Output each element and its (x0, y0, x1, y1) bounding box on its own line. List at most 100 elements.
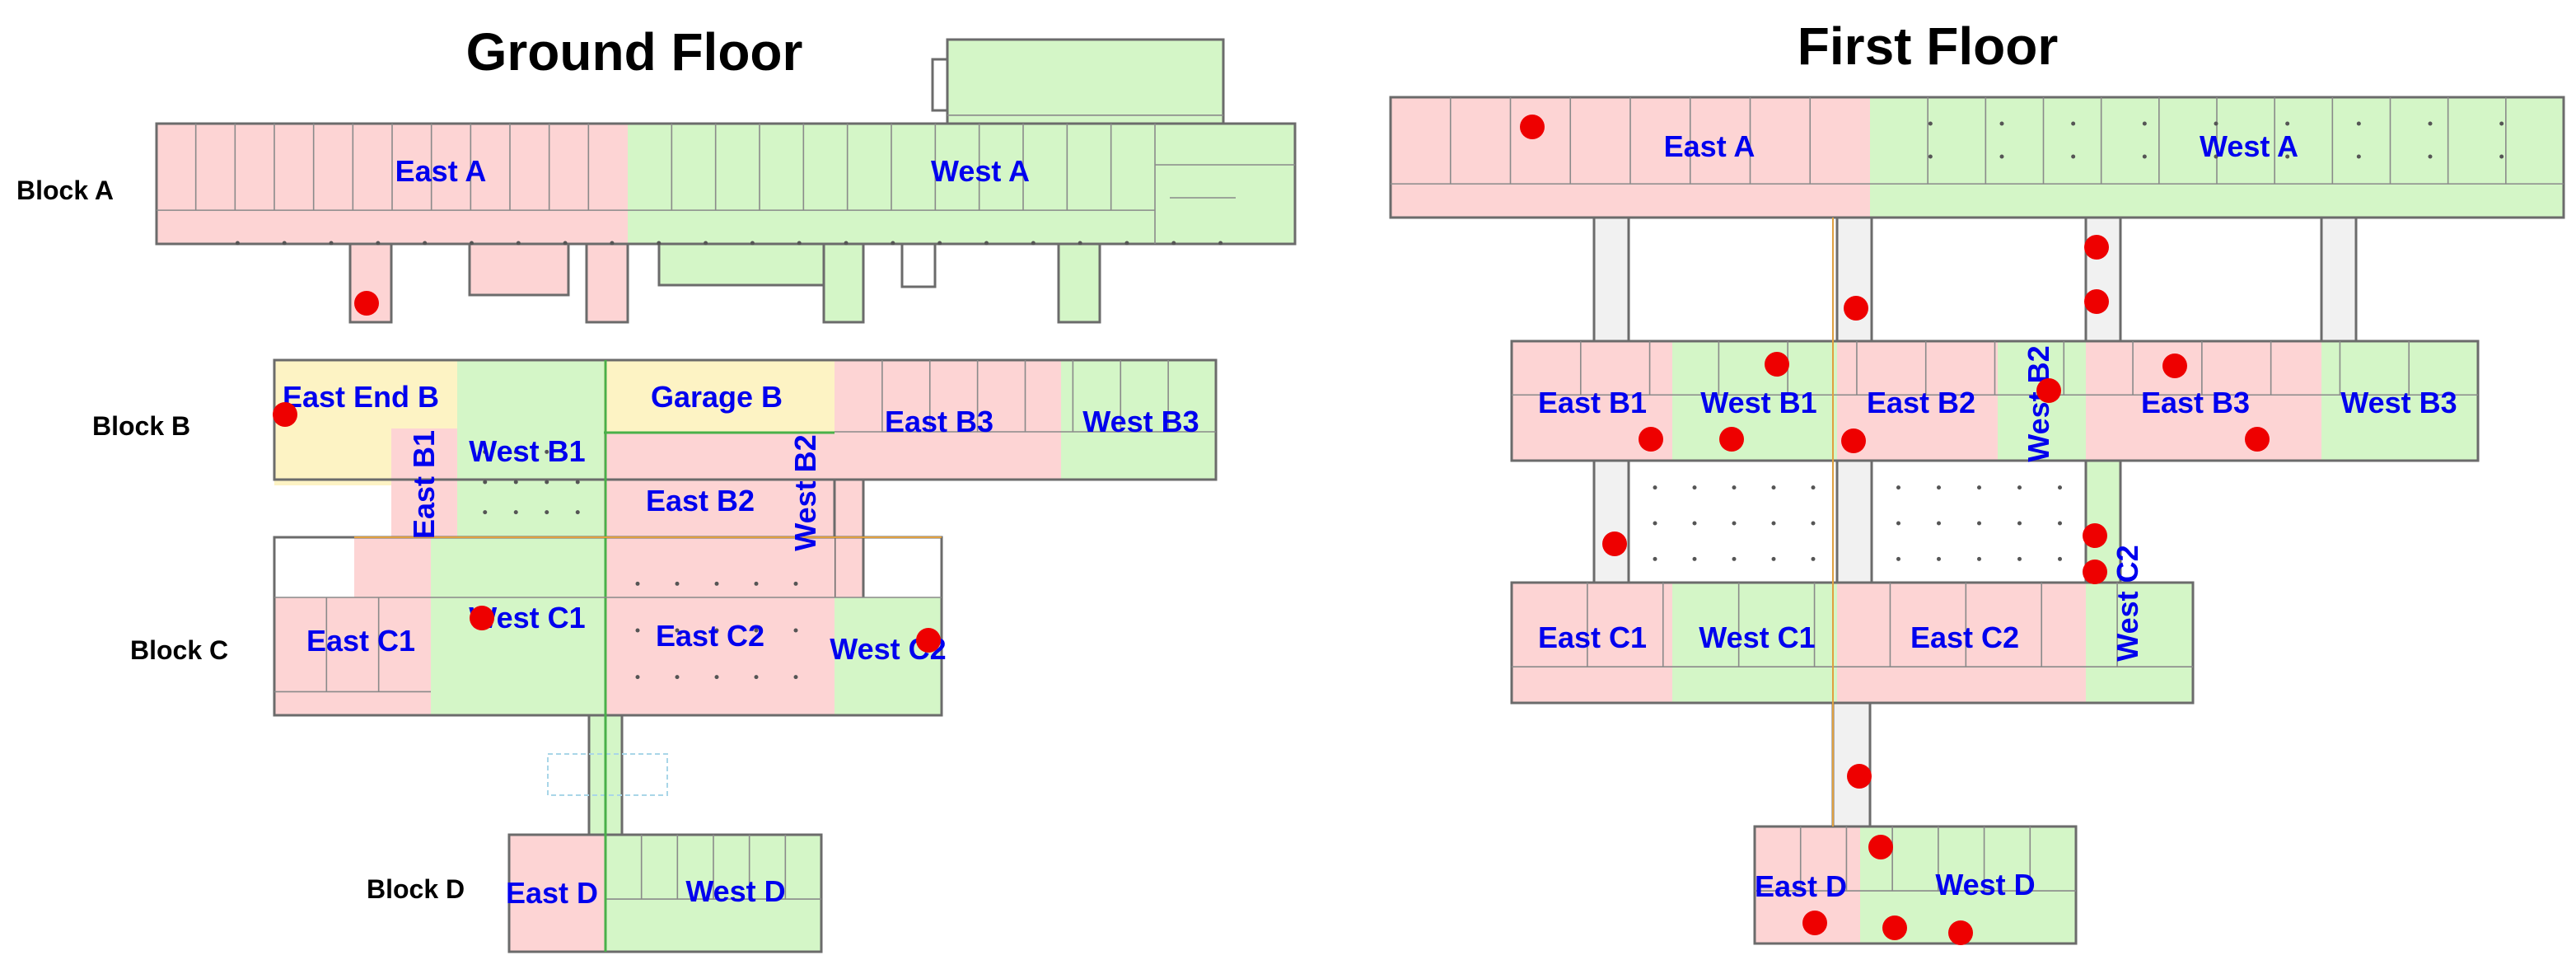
gf-west-b1-area (457, 360, 604, 537)
ff-east-d-label: East D (1755, 869, 1847, 903)
column-dot (984, 241, 989, 246)
column-dot (793, 581, 798, 586)
ff-corridor-5 (1592, 459, 1630, 584)
ff-west-b1-label: West B1 (1700, 386, 1816, 419)
column-dot (675, 628, 680, 633)
gf-east-a-label: East A (395, 154, 487, 188)
column-dot (937, 241, 942, 246)
column-dot (2499, 121, 2504, 126)
ff-marker-16 (1868, 835, 1893, 859)
column-dot (483, 449, 488, 454)
ff-east-b3-area (2086, 341, 2321, 461)
ff-marker-10 (1841, 428, 1866, 453)
column-dot (2428, 154, 2433, 159)
ff-east-b1-label: East B1 (1538, 386, 1647, 419)
gf-annex-stub (931, 58, 949, 112)
gf-corridor-outline (547, 753, 668, 796)
column-dot (1928, 121, 1933, 126)
gf-room-grid (157, 115, 1295, 952)
column-dot (545, 449, 549, 454)
column-dot (2356, 121, 2361, 126)
column-dot (2285, 154, 2290, 159)
column-dot (844, 241, 849, 246)
ff-corridor-4 (2320, 216, 2358, 343)
column-dot (1771, 485, 1776, 490)
block-d-label: Block D (367, 874, 465, 904)
column-dot (1811, 556, 1816, 561)
ff-west-a-label: West A (2200, 129, 2298, 163)
column-dot (2214, 121, 2218, 126)
column-dot (750, 241, 755, 246)
column-dot (610, 241, 615, 246)
gf-west-c2-area (835, 597, 942, 715)
column-dot (423, 241, 428, 246)
ff-marker-7 (2036, 378, 2061, 403)
ff-corridor-3 (2084, 216, 2122, 343)
column-dot (575, 480, 580, 485)
ff-marker-13 (2083, 523, 2107, 548)
gf-annex-area (947, 40, 1223, 124)
column-dot (754, 675, 759, 680)
gf-east-c1-upper (354, 537, 431, 597)
gf-east-c1-label: East C1 (306, 624, 415, 658)
gf-east-b2-area (604, 433, 835, 537)
ff-corridor-d (1831, 701, 1872, 828)
column-dot (1937, 521, 1941, 526)
column-dot (2428, 121, 2433, 126)
column-dot (513, 449, 518, 454)
column-dot (1078, 241, 1082, 246)
ff-west-b1-area (1672, 341, 1837, 461)
first-floor-plan (1389, 96, 2565, 945)
ff-west-b2-label: West B2 (2022, 345, 2055, 461)
column-dot (545, 480, 549, 485)
column-dot (1811, 521, 1816, 526)
column-dot (513, 480, 518, 485)
column-dot (2071, 154, 2076, 159)
gf-east-end-b-label: East End B (283, 380, 439, 414)
column-dot (282, 241, 287, 246)
ff-marker-11 (2245, 427, 2270, 452)
gf-west-b2-label: West B2 (788, 434, 822, 550)
first-floor-title: First Floor (1798, 16, 2058, 76)
ff-marker-12 (1602, 531, 1627, 556)
column-dot (1692, 485, 1697, 490)
ff-marker-4 (2084, 289, 2109, 314)
column-dot (2142, 154, 2147, 159)
ff-west-c2-label: West C2 (2111, 545, 2144, 661)
ff-west-b3-area (2321, 341, 2478, 461)
column-dot (714, 675, 719, 680)
column-dot (376, 241, 381, 246)
column-dot (1653, 485, 1657, 490)
column-dot (545, 510, 549, 515)
column-dot (675, 581, 680, 586)
ff-block-d-outline (1753, 825, 2078, 945)
ff-marker-8 (1639, 427, 1663, 452)
gf-west-b3-label: West B3 (1082, 405, 1199, 438)
ff-marker-19 (1948, 920, 1973, 945)
ff-marker-17 (1802, 911, 1827, 935)
column-dot (2499, 154, 2504, 159)
column-dot (2214, 154, 2218, 159)
column-dot (563, 241, 568, 246)
column-dot (1171, 241, 1176, 246)
column-dot (2071, 121, 2076, 126)
gf-west-c1-area (431, 537, 605, 715)
column-dot (891, 241, 895, 246)
ff-marker-1 (1520, 115, 1545, 139)
ff-marker-3 (2084, 235, 2109, 260)
column-dot (470, 241, 474, 246)
column-dot (2017, 485, 2022, 490)
column-dot (2356, 154, 2361, 159)
ff-east-a-label: East A (1664, 129, 1756, 163)
ff-east-c2-label: East C2 (1910, 620, 2019, 654)
gf-marker-1 (354, 291, 379, 316)
column-dot (1771, 556, 1776, 561)
column-dot (1771, 521, 1776, 526)
ff-west-b2-area (1998, 341, 2086, 461)
gf-east-b3-label: East B3 (885, 405, 993, 438)
gf-east-b1-label: East B1 (407, 430, 441, 539)
column-dot (1732, 556, 1737, 561)
ff-west-c1-area (1672, 583, 1837, 703)
